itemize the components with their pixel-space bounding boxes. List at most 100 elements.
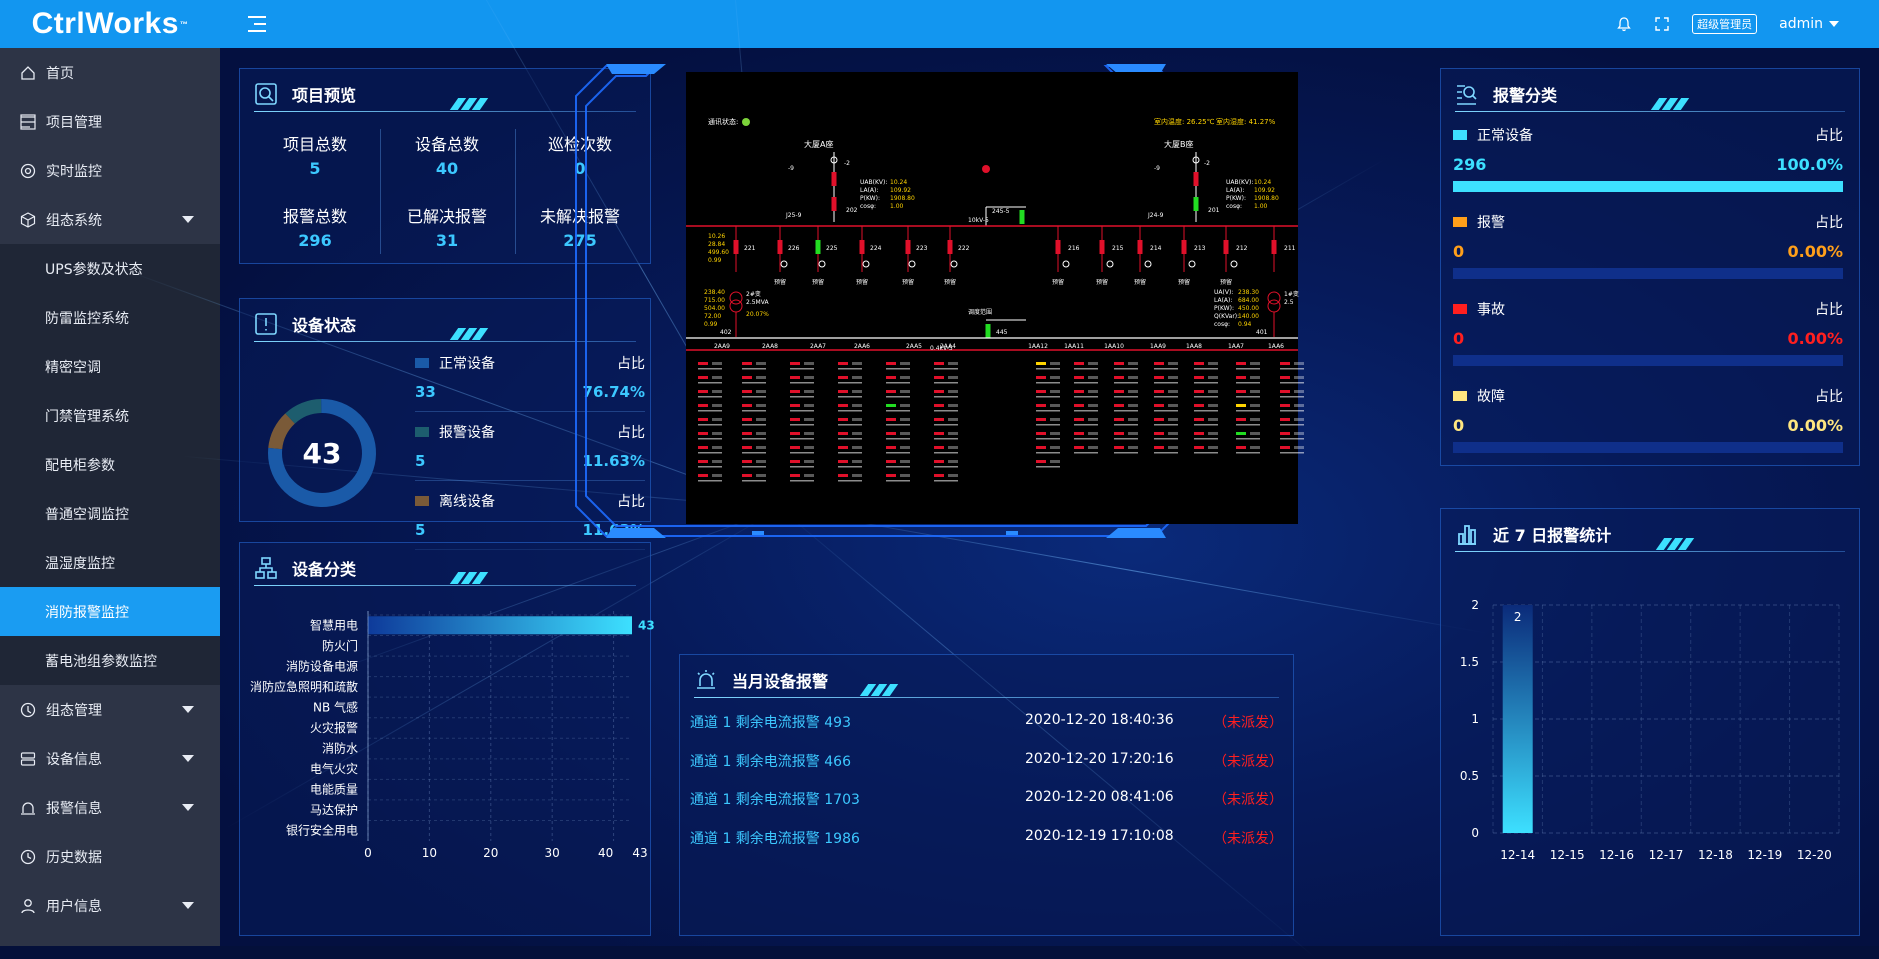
sidebar-item-12[interactable]: 蓄电池组参数监控 [0, 636, 220, 685]
lv-breaker [1236, 432, 1246, 435]
meter-value: 1908.80 [890, 195, 915, 202]
panel-label: 2AA6 [854, 343, 870, 350]
sidebar-item-9[interactable]: 普通空调监控 [0, 489, 220, 538]
sidebar-item-15[interactable]: 报警信息 [0, 783, 220, 832]
meter-value: 72.00 [704, 313, 721, 320]
alarm-name[interactable]: 通道 1 剩余电流报警 493 [690, 715, 851, 731]
lv-breaker [1114, 446, 1124, 449]
lv-breaker [698, 376, 708, 379]
lv-breaker [1074, 432, 1084, 435]
sidebar-item-2[interactable]: 实时监控 [0, 146, 220, 195]
sidebar-item-4[interactable]: UPS参数及状态 [0, 244, 220, 293]
menu-collapse-button[interactable] [248, 16, 266, 32]
y-tick-label: 1.5 [1460, 655, 1479, 669]
meter-value: 684.00 [1238, 297, 1259, 304]
ratio-label: 占比 [1815, 128, 1843, 144]
lv-breaker [886, 474, 896, 477]
transformer-label: 1#变 [1284, 290, 1299, 298]
day-bar [1502, 605, 1533, 833]
sidebar-item-5[interactable]: 防雷监控系统 [0, 293, 220, 342]
alarm-time: 2020-12-19 17:10:08 [1025, 827, 1174, 844]
category-label: 消防水 [322, 741, 358, 756]
breaker [1193, 197, 1199, 211]
meter-value: 10.24 [1254, 179, 1271, 186]
progress-fill [1453, 181, 1843, 192]
transformer-cap: 2.5 [1284, 299, 1294, 306]
sidebar-item-17[interactable]: 用户信息 [0, 881, 220, 930]
lv-breaker [838, 432, 848, 435]
lv-breaker [742, 376, 752, 379]
sidebar-item-14[interactable]: 设备信息 [0, 734, 220, 783]
x-tick-label: 10 [422, 846, 437, 860]
y-tick-label: 2 [1471, 598, 1479, 612]
scada-label: -9 [1154, 165, 1160, 172]
lv-breaker [886, 432, 896, 435]
lv-breaker [1194, 446, 1204, 449]
user-menu[interactable]: admin [1779, 16, 1839, 32]
meter-value: 28.84 [708, 241, 725, 248]
lv-breaker [1154, 390, 1164, 393]
sidebar-item-16[interactable]: 历史数据 [0, 832, 220, 881]
category-label: 电气火灾 [310, 761, 358, 776]
sidebar-item-7[interactable]: 门禁管理系统 [0, 391, 220, 440]
comm-status-indicator [742, 118, 750, 126]
category-name: 报警 [1477, 215, 1505, 231]
lv-breaker [886, 390, 896, 393]
lv-breaker [698, 418, 708, 421]
lv-breaker [886, 362, 896, 365]
lv-breaker [742, 474, 752, 477]
sidebar-item-1[interactable]: 项目管理 [0, 97, 220, 146]
lv-breaker [742, 446, 752, 449]
indoor-hum: 室内湿度: 41.27% [1216, 117, 1276, 126]
tie-label: 445 [996, 329, 1008, 336]
bus-label: 0.4kV-5 [930, 345, 953, 352]
meter-label: cosφ: [1226, 203, 1242, 210]
sidebar-item-8[interactable]: 配电柜参数 [0, 440, 220, 489]
sidebar-item-label: 报警信息 [46, 800, 102, 817]
alarm-name[interactable]: 通道 1 剩余电流报警 466 [690, 753, 851, 770]
meter-value: 238.30 [1238, 289, 1259, 296]
username: admin [1779, 16, 1823, 32]
panel-label: 1AA8 [1186, 343, 1202, 350]
lv-breaker [1194, 376, 1204, 379]
panel-label: 2AA7 [810, 343, 826, 350]
sidebar-item-10[interactable]: 温湿度监控 [0, 538, 220, 587]
bell-icon[interactable] [1616, 16, 1632, 32]
category-percent: 100.0% [1776, 155, 1843, 174]
scada-label: 201 [1208, 207, 1220, 214]
alarm-name[interactable]: 通道 1 剩余电流报警 1703 [690, 792, 860, 808]
y-tick-label: 0 [1471, 826, 1479, 840]
fullscreen-icon[interactable] [1654, 16, 1670, 32]
panel-label: 1AA9 [1150, 343, 1166, 350]
panel-label: 2AA9 [714, 343, 730, 350]
lv-breaker [1154, 376, 1164, 379]
sidebar-item-0[interactable]: 首页 [0, 48, 220, 97]
config-icon [20, 702, 36, 718]
panel-label: 1AA11 [1064, 343, 1084, 350]
panel-label: 1AA6 [1268, 343, 1284, 350]
meter-value: 109.92 [890, 187, 911, 194]
sidebar-item-13[interactable]: 组态管理 [0, 685, 220, 734]
history-icon [20, 849, 36, 865]
breaker [733, 240, 739, 254]
sidebar-item-6[interactable]: 精密空调 [0, 342, 220, 391]
alarm-name[interactable]: 通道 1 剩余电流报警 1986 [690, 830, 860, 847]
sidebar-item-11[interactable]: 消防报警监控 [0, 587, 220, 636]
sidebar-item-3[interactable]: 组态系统 [0, 195, 220, 244]
legend-swatch [1453, 217, 1467, 227]
lv-breaker [838, 404, 848, 407]
lv-breaker [934, 404, 944, 407]
ratio-label: 占比 [1815, 215, 1843, 231]
alarm-indicator [982, 165, 990, 173]
sidebar-item-label: 门禁管理系统 [45, 408, 129, 425]
